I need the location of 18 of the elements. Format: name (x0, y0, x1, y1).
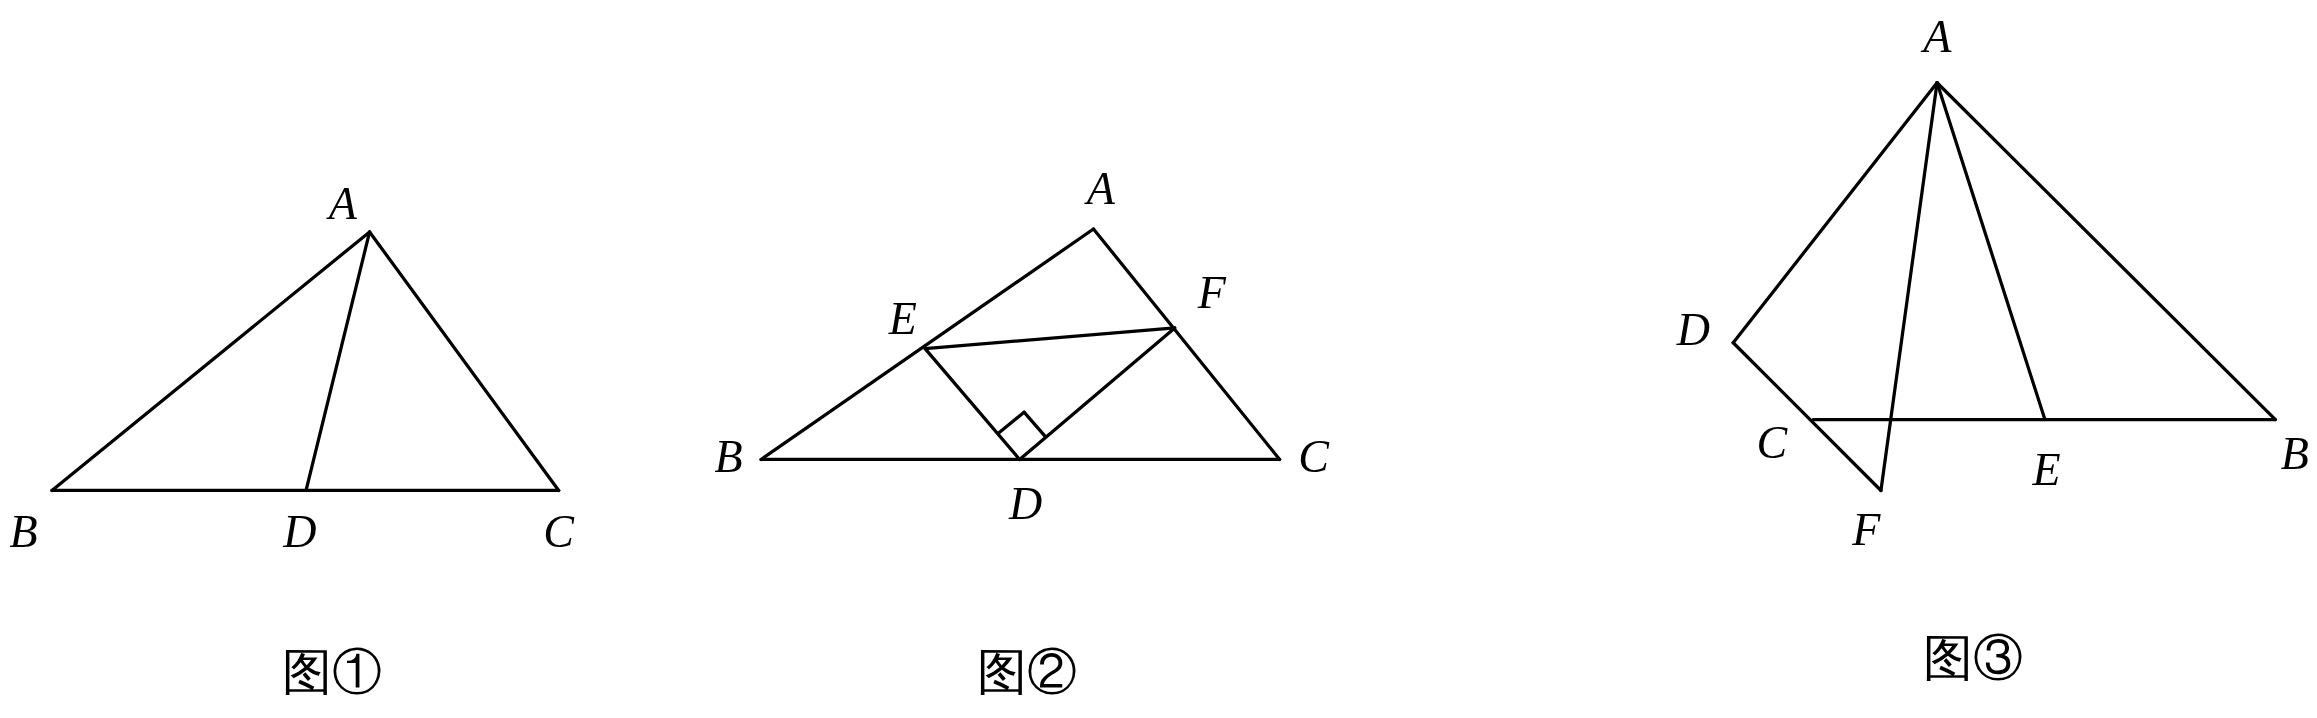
point-label: E (2032, 446, 2061, 493)
point-label: C (1298, 433, 1329, 480)
point-label: D (1676, 306, 1710, 353)
point-label: A (328, 180, 357, 227)
figure-caption: 图① (282, 647, 383, 698)
point-label: C (543, 508, 574, 555)
point-label: F (1852, 507, 1881, 554)
point-label: A (1086, 166, 1115, 213)
point-label: B (2280, 430, 2309, 477)
point-label: C (1756, 420, 1788, 467)
point-label: F (1197, 269, 1226, 316)
figure-caption: 图③ (1922, 632, 2023, 683)
point-label: B (9, 508, 38, 555)
point-label: D (283, 508, 317, 555)
point-label: D (1008, 480, 1043, 527)
figure-caption: 图② (977, 647, 1077, 698)
point-label: B (714, 433, 743, 480)
point-label: E (888, 296, 917, 343)
